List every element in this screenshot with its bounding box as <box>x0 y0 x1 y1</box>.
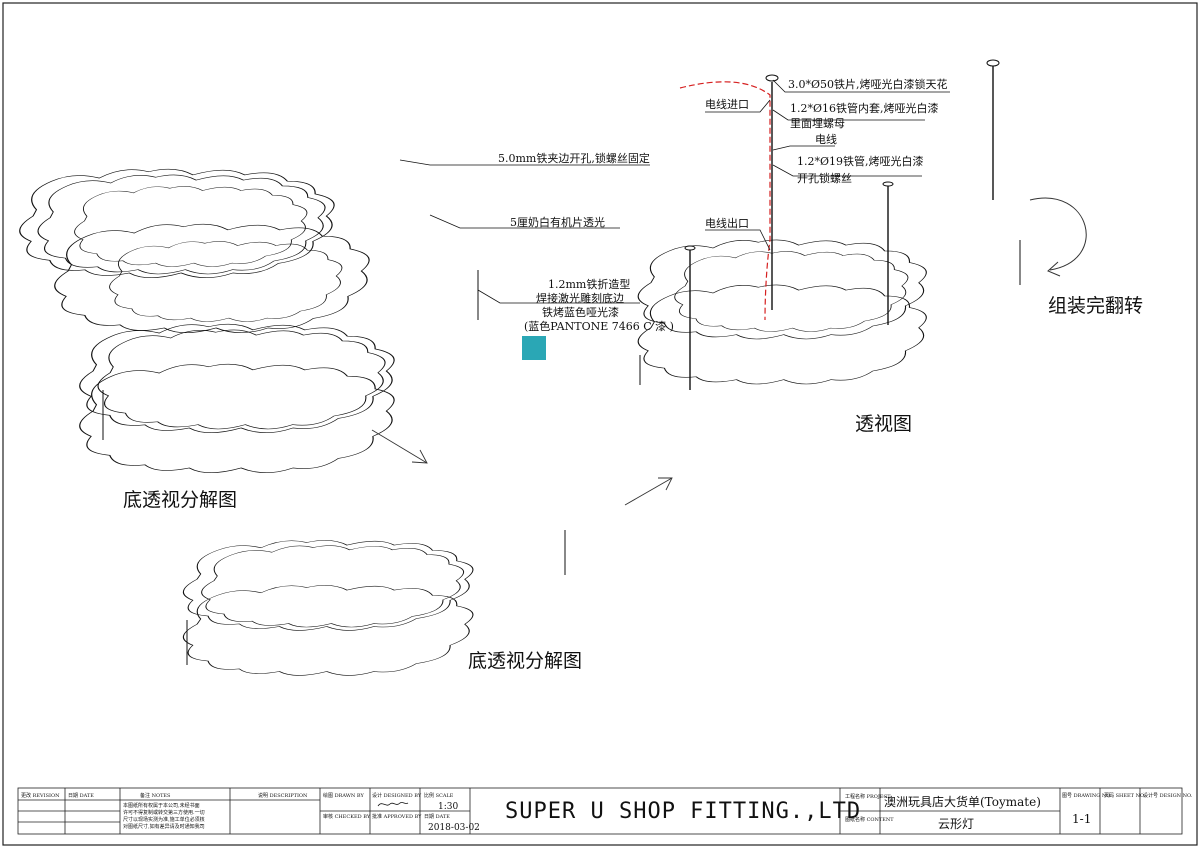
title-block <box>17 787 1183 835</box>
tb-notes-4: 对图纸尺寸,如有差异请及时通知我司 <box>123 823 205 830</box>
tb-notes-1: 本图纸所有权属于本公司,未经书面 <box>123 802 200 809</box>
callout-tube19-1: 1.2*Ø19铁管,烤哑光白漆 <box>797 154 924 168</box>
callout-flip: 组装完翻转 <box>1048 295 1143 317</box>
tb-company: SUPER U SHOP FITTING.,LTD <box>505 799 861 824</box>
acrylic-sheet <box>23 223 399 334</box>
flip-arrow-icon <box>1029 197 1087 271</box>
ceiling-plates <box>684 59 1000 251</box>
tb-notes-3: 尺寸以现场实测为准,施工单位必须核 <box>123 816 205 823</box>
perspective-view <box>607 59 1021 390</box>
right-leaders <box>705 79 950 251</box>
callout-base-1: 1.2mm铁折造型 <box>548 277 630 291</box>
callout-steel-edge: 5.0mm铁夹边开孔,锁螺丝固定 <box>498 151 650 165</box>
tb-notes-label: 备注 NOTES <box>140 792 171 799</box>
tb-content-label: 图纸名称 CONTENT <box>845 816 894 823</box>
arrow-up-right <box>624 477 673 506</box>
steel-clamp-edge <box>0 168 364 279</box>
callout-wire-out: 电线出口 <box>705 216 749 230</box>
callout-tube16-1: 1.2*Ø16铁管内套,烤哑光白漆 <box>790 101 939 115</box>
exploded-view-bottom <box>150 530 566 676</box>
tb-date-label: 日期 DATE <box>68 793 94 799</box>
tb-revision-label: 更改 REVISION <box>21 792 60 799</box>
left-leaders <box>399 159 650 304</box>
tb-design-no-label: 设计号 DESIGN NO. <box>1143 792 1193 799</box>
tb-drawing-no-value: 1-1 <box>1072 812 1091 826</box>
tb-checked-label: 审核 CHECKED BY <box>323 813 371 820</box>
view-title-exploded-bottom: 底透视分解图 <box>468 650 582 672</box>
tb-approved-label: 批准 APPROVED BY <box>372 813 422 820</box>
callout-acrylic: 5厘奶白有机片透光 <box>510 215 605 229</box>
callout-wire: 电线 <box>815 132 837 146</box>
tb-date-value: 2018-03-02 <box>428 823 480 833</box>
tb-drawing-no-label: 图号 DRAWING NO. <box>1062 793 1112 799</box>
callout-plate: 3.0*Ø50铁片,烤哑光白漆锁天花 <box>788 77 948 91</box>
tb-scale-value: 1:30 <box>438 802 458 812</box>
tb-project-label: 工程名称 PROJECT <box>845 793 891 800</box>
power-wire <box>679 81 771 321</box>
view-title-exploded-top: 底透视分解图 <box>123 489 237 511</box>
tb-sheet-no-label: 页码 SHEET NO. <box>1104 792 1146 799</box>
tb-description-label: 说明 DESCRIPTION <box>258 792 308 799</box>
tb-designed-label: 设计 DESIGNED BY <box>372 792 422 799</box>
suspension-rods <box>689 66 994 390</box>
callout-tube16-2: 里面埋螺母 <box>790 117 845 130</box>
tb-scale-label: 比例 SCALE <box>424 792 454 799</box>
callout-base-2: 焊接激光雕刻底边 <box>536 291 624 305</box>
callout-base-4: (蓝色PANTONE 7466 C 漆 ) <box>524 319 674 333</box>
tb-project-value: 澳洲玩具店大货单(Toymate) <box>884 794 1041 809</box>
tb-date2-label: 日期 DATE <box>424 814 450 820</box>
callout-base-3: 铁烤蓝色哑光漆 <box>542 305 619 319</box>
tb-notes-2: 许可不得复制或转交第三方使用.一切 <box>123 809 205 816</box>
pantone-swatch <box>522 336 546 360</box>
callout-tube19-2: 开孔锁螺丝 <box>797 171 852 185</box>
exploded-view-top <box>0 168 479 474</box>
view-title-perspective: 透视图 <box>855 413 912 435</box>
arrow-down-right <box>371 429 428 464</box>
base-tray-lower <box>48 363 424 474</box>
tb-content-value: 云形灯 <box>938 817 974 831</box>
designer-signature <box>377 802 409 807</box>
tb-drawn-label: 绘图 DRAWN BY <box>323 792 364 799</box>
callout-wire-in: 电线进口 <box>705 97 749 111</box>
